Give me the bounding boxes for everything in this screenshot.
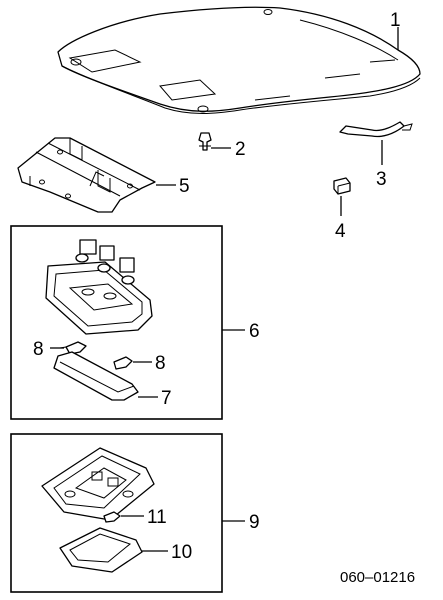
part-5-mounting-bracket — [17, 137, 156, 213]
part-7-lens — [53, 351, 139, 401]
part-6-map-lamp-housing — [45, 239, 153, 335]
callout-8b: 8 — [155, 353, 166, 374]
part-3-bracket — [339, 121, 413, 138]
group-6-frame — [10, 225, 223, 420]
callout-5: 5 — [179, 176, 190, 197]
callout-6: 6 — [249, 321, 260, 342]
callout-11: 11 — [147, 507, 167, 528]
part-8-bulb-right — [113, 356, 133, 370]
callout-9: 9 — [249, 512, 260, 533]
group-9-frame — [10, 433, 223, 593]
callout-7: 7 — [161, 388, 172, 409]
part-1-headliner — [57, 6, 421, 114]
callout-2: 2 — [235, 139, 246, 160]
reference-code: 060–01216 — [340, 569, 415, 586]
part-2-clip — [198, 132, 212, 151]
part-10-lens — [59, 527, 143, 573]
callout-3: 3 — [376, 169, 387, 190]
callout-1: 1 — [390, 10, 401, 31]
part-4-nut — [333, 177, 351, 195]
callout-10: 10 — [171, 542, 192, 563]
part-11-bulb — [103, 511, 121, 523]
callout-4: 4 — [335, 221, 346, 242]
part-9-dome-lamp-housing — [41, 447, 155, 521]
callout-8a: 8 — [33, 339, 44, 360]
